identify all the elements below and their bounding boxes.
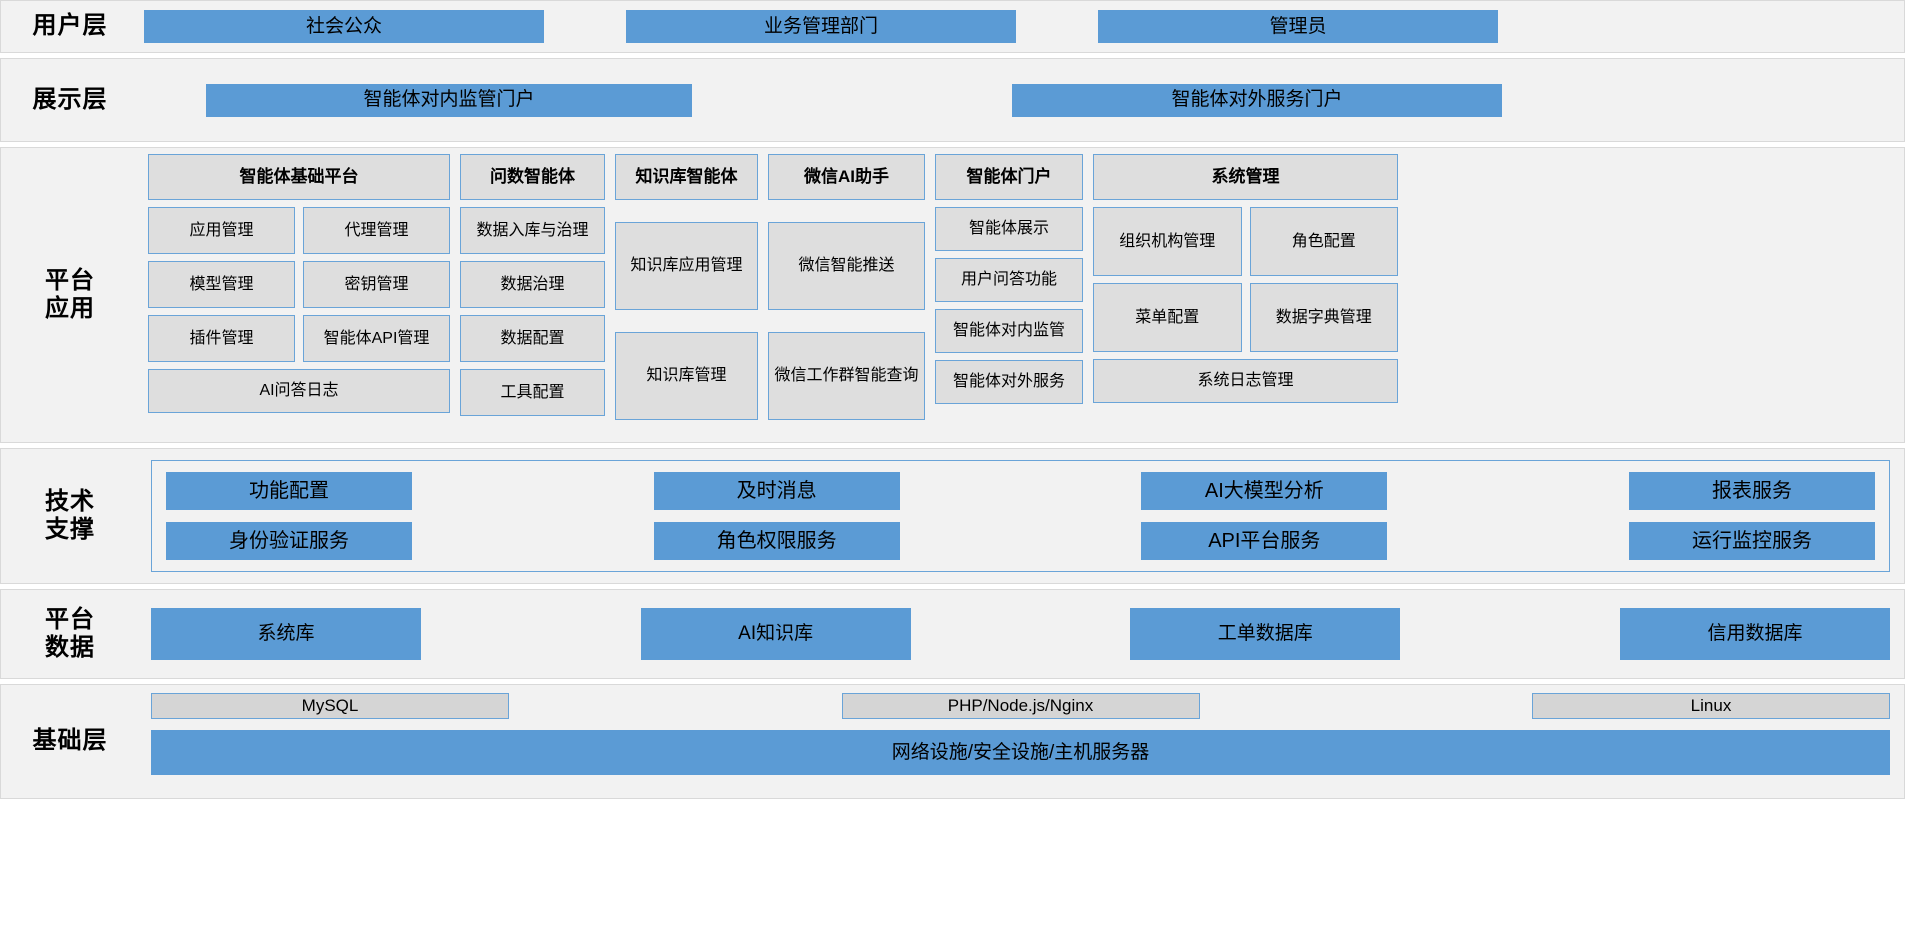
- data-item-credit-db[interactable]: 信用数据库: [1619, 608, 1890, 660]
- layer-user: 用户层 社会公众 业务管理部门 管理员: [0, 0, 1905, 53]
- app-item-agent-internal-supervision[interactable]: 智能体对内监管: [935, 309, 1083, 353]
- layer-platform-application-label: 平台 应用: [1, 148, 139, 442]
- app-item-tool-configuration[interactable]: 工具配置: [460, 369, 605, 416]
- layer-platform-application-body: 智能体基础平台 应用管理 代理管理 模型管理 密钥管理 插件管理 智能体API管…: [139, 148, 1904, 442]
- app-row: 插件管理 智能体API管理: [148, 315, 450, 362]
- app-row: 模型管理 密钥管理: [148, 261, 450, 308]
- app-item-org-structure-management[interactable]: 组织机构管理: [1093, 207, 1242, 276]
- app-item-agent-management[interactable]: 代理管理: [303, 207, 450, 254]
- technical-row-2: 身份验证服务 角色权限服务 API平台服务 运行监控服务: [166, 522, 1875, 560]
- layer-data-label-line2: 数据: [45, 634, 95, 661]
- layer-tech-label-line1: 技术: [45, 487, 95, 515]
- presentation-box-internal-portal[interactable]: 智能体对内监管门户: [206, 83, 692, 117]
- infra-item-linux[interactable]: Linux: [1532, 693, 1890, 719]
- spacer: [615, 317, 758, 325]
- layer-platform-data-body: 系统库 AI知识库 工单数据库 信用数据库: [139, 590, 1904, 678]
- layer-platform-data: 平台 数据 系统库 AI知识库 工单数据库 信用数据库: [0, 589, 1905, 679]
- infra-item-network-security-host[interactable]: 网络设施/安全设施/主机服务器: [151, 730, 1890, 775]
- app-item-data-ingestion-governance[interactable]: 数据入库与治理: [460, 207, 605, 254]
- user-box-business-dept[interactable]: 业务管理部门: [626, 10, 1016, 43]
- layer-platform-data-label: 平台 数据: [1, 590, 139, 678]
- spacer: [768, 207, 925, 215]
- group-title-system-management[interactable]: 系统管理: [1093, 154, 1398, 200]
- technical-row-1: 功能配置 及时消息 AI大模型分析 报表服务: [166, 472, 1875, 510]
- layer-presentation-label: 展示层: [1, 59, 139, 141]
- app-row: 应用管理 代理管理: [148, 207, 450, 254]
- group-title-wechat-ai-assistant[interactable]: 微信AI助手: [768, 154, 925, 200]
- app-item-data-configuration[interactable]: 数据配置: [460, 315, 605, 362]
- app-group-system-management: 系统管理 组织机构管理 角色配置 菜单配置 数据字典管理 系统日志管理: [1093, 154, 1398, 403]
- layer-user-body: 社会公众 业务管理部门 管理员: [139, 1, 1904, 52]
- group-title-knowledge-base-agent[interactable]: 知识库智能体: [615, 154, 758, 200]
- layer-presentation: 展示层 智能体对内监管门户 智能体对外服务门户: [0, 58, 1905, 142]
- spacer: [615, 207, 758, 215]
- app-item-application-management[interactable]: 应用管理: [148, 207, 295, 254]
- app-item-agent-showcase[interactable]: 智能体展示: [935, 207, 1083, 251]
- tech-item-report-service[interactable]: 报表服务: [1628, 472, 1875, 510]
- app-item-system-log-management[interactable]: 系统日志管理: [1093, 359, 1398, 403]
- technical-service-frame: 功能配置 及时消息 AI大模型分析 报表服务 身份验证服务 角色权限服务 API…: [151, 460, 1890, 572]
- user-box-admin[interactable]: 管理员: [1098, 10, 1498, 43]
- app-item-menu-configuration[interactable]: 菜单配置: [1093, 283, 1242, 352]
- tech-item-function-configuration[interactable]: 功能配置: [166, 472, 412, 510]
- data-item-work-order-db[interactable]: 工单数据库: [1130, 608, 1401, 660]
- layer-app-label-line2: 应用: [45, 295, 95, 322]
- layer-data-label-line1: 平台: [45, 605, 95, 633]
- app-group-data-query-agent: 问数智能体 数据入库与治理 数据治理 数据配置 工具配置: [460, 154, 605, 416]
- tech-item-ai-large-model-analysis[interactable]: AI大模型分析: [1141, 472, 1388, 510]
- app-item-agent-api-management[interactable]: 智能体API管理: [303, 315, 450, 362]
- layer-infrastructure: 基础层 MySQL PHP/Node.js/Nginx Linux 网络设施/安…: [0, 684, 1905, 799]
- layer-technical-support-label: 技术 支撑: [1, 449, 139, 583]
- app-item-kb-application-management[interactable]: 知识库应用管理: [615, 222, 758, 310]
- tech-item-identity-auth-service[interactable]: 身份验证服务: [166, 522, 412, 560]
- user-box-public[interactable]: 社会公众: [144, 10, 544, 43]
- layer-technical-support-body: 功能配置 及时消息 AI大模型分析 报表服务 身份验证服务 角色权限服务 API…: [139, 449, 1904, 583]
- infra-item-php-node-nginx[interactable]: PHP/Node.js/Nginx: [841, 693, 1200, 719]
- infra-item-mysql[interactable]: MySQL: [151, 693, 509, 719]
- group-title-data-query-agent[interactable]: 问数智能体: [460, 154, 605, 200]
- app-item-role-configuration[interactable]: 角色配置: [1249, 207, 1398, 276]
- infrastructure-software-row: MySQL PHP/Node.js/Nginx Linux: [151, 693, 1890, 719]
- presentation-box-external-portal[interactable]: 智能体对外服务门户: [1012, 83, 1502, 117]
- app-item-wechat-group-smart-query[interactable]: 微信工作群智能查询: [768, 332, 925, 420]
- app-group-agent-portal: 智能体门户 智能体展示 用户问答功能 智能体对内监管 智能体对外服务: [935, 154, 1083, 404]
- layer-user-label: 用户层: [1, 1, 139, 52]
- app-group-knowledge-base-agent: 知识库智能体 知识库应用管理 知识库管理: [615, 154, 758, 420]
- layer-app-label-line1: 平台: [45, 266, 95, 294]
- tech-item-role-permission-service[interactable]: 角色权限服务: [653, 522, 900, 560]
- layer-presentation-body: 智能体对内监管门户 智能体对外服务门户: [139, 59, 1904, 141]
- tech-item-runtime-monitoring-service[interactable]: 运行监控服务: [1628, 522, 1875, 560]
- layer-infrastructure-label: 基础层: [1, 685, 139, 798]
- data-item-ai-knowledge-db[interactable]: AI知识库: [640, 608, 911, 660]
- app-item-agent-external-service[interactable]: 智能体对外服务: [935, 360, 1083, 404]
- app-item-model-management[interactable]: 模型管理: [148, 261, 295, 308]
- tech-item-instant-message[interactable]: 及时消息: [653, 472, 900, 510]
- layer-tech-label-line2: 支撑: [45, 516, 95, 543]
- app-group-agent-base-platform: 智能体基础平台 应用管理 代理管理 模型管理 密钥管理 插件管理 智能体API管…: [148, 154, 450, 413]
- app-item-user-qa-function[interactable]: 用户问答功能: [935, 258, 1083, 302]
- app-item-plugin-management[interactable]: 插件管理: [148, 315, 295, 362]
- app-item-kb-management[interactable]: 知识库管理: [615, 332, 758, 420]
- layer-infrastructure-body: MySQL PHP/Node.js/Nginx Linux 网络设施/安全设施/…: [139, 685, 1904, 798]
- app-item-wechat-smart-push[interactable]: 微信智能推送: [768, 222, 925, 310]
- data-item-system-db[interactable]: 系统库: [151, 608, 421, 660]
- app-item-data-governance[interactable]: 数据治理: [460, 261, 605, 308]
- app-row: 菜单配置 数据字典管理: [1093, 283, 1398, 352]
- app-row: 组织机构管理 角色配置: [1093, 207, 1398, 276]
- group-title-agent-portal[interactable]: 智能体门户: [935, 154, 1083, 200]
- app-group-wechat-ai-assistant: 微信AI助手 微信智能推送 微信工作群智能查询: [768, 154, 925, 420]
- app-item-data-dictionary-management[interactable]: 数据字典管理: [1249, 283, 1398, 352]
- spacer: [768, 317, 925, 325]
- tech-item-api-platform-service[interactable]: API平台服务: [1141, 522, 1388, 560]
- app-item-ai-qa-log[interactable]: AI问答日志: [148, 369, 450, 413]
- layer-technical-support: 技术 支撑 功能配置 及时消息 AI大模型分析 报表服务 身份验证服务 角色权限…: [0, 448, 1905, 584]
- layer-platform-application: 平台 应用 智能体基础平台 应用管理 代理管理 模型管理 密钥管理 插件管理 智…: [0, 147, 1905, 443]
- app-item-key-management[interactable]: 密钥管理: [303, 261, 450, 308]
- group-title-agent-base-platform[interactable]: 智能体基础平台: [148, 154, 450, 200]
